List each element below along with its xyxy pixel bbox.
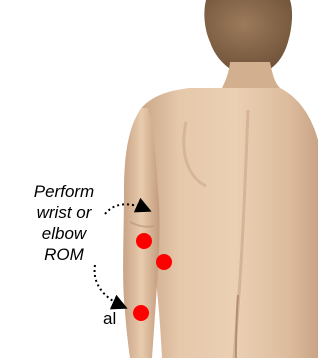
annotation-line-1: Perform	[14, 181, 114, 202]
arrow-to-wrist	[95, 265, 124, 307]
rom-annotation: Perform wrist or elbow ROM	[14, 181, 114, 265]
marker-elbow-lower	[156, 254, 172, 270]
truncated-label: al	[103, 309, 116, 329]
marker-elbow-upper	[136, 233, 152, 249]
annotation-line-2: wrist or	[14, 202, 114, 223]
annotation-line-4: ROM	[14, 244, 114, 265]
head	[204, 0, 292, 70]
torso	[133, 88, 318, 358]
annotation-line-3: elbow	[14, 223, 114, 244]
marker-wrist	[133, 305, 149, 321]
